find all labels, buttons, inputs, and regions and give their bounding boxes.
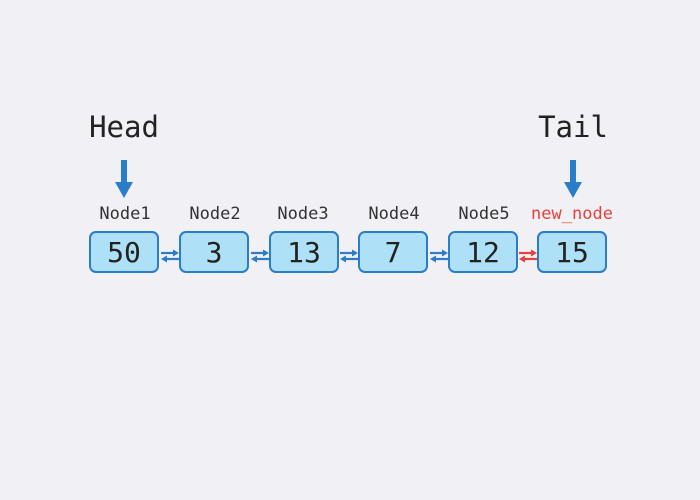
node-label-1: Node1 [99,204,151,224]
node-label-new: new_node [531,204,613,224]
node-label-3: Node3 [277,204,329,224]
node-value: 13 [287,235,321,269]
node-value: 50 [107,235,141,269]
link-arrow-icon [251,249,269,263]
link-arrow-icon [161,249,179,263]
node-box-new: 15 [537,231,607,273]
node-value: 3 [205,235,223,269]
link-arrow-icon [340,249,358,263]
node-value: 15 [555,235,589,269]
node-box-2: 3 [179,231,249,273]
node-label-5: Node5 [458,204,510,224]
link-arrow-icon [430,249,448,263]
node-label-4: Node4 [368,204,420,224]
node-box-4: 7 [358,231,428,273]
node-value: 12 [466,235,500,269]
head-label: Head [89,110,159,144]
node-box-1: 50 [89,231,159,273]
node-label-2: Node2 [189,204,241,224]
new-link-arrow-icon [519,249,537,263]
node-box-3: 13 [269,231,339,273]
head-arrow-icon [115,160,133,198]
node-box-5: 12 [448,231,518,273]
tail-label: Tail [538,110,608,144]
tail-arrow-icon [564,160,582,198]
node-value: 7 [384,235,402,269]
